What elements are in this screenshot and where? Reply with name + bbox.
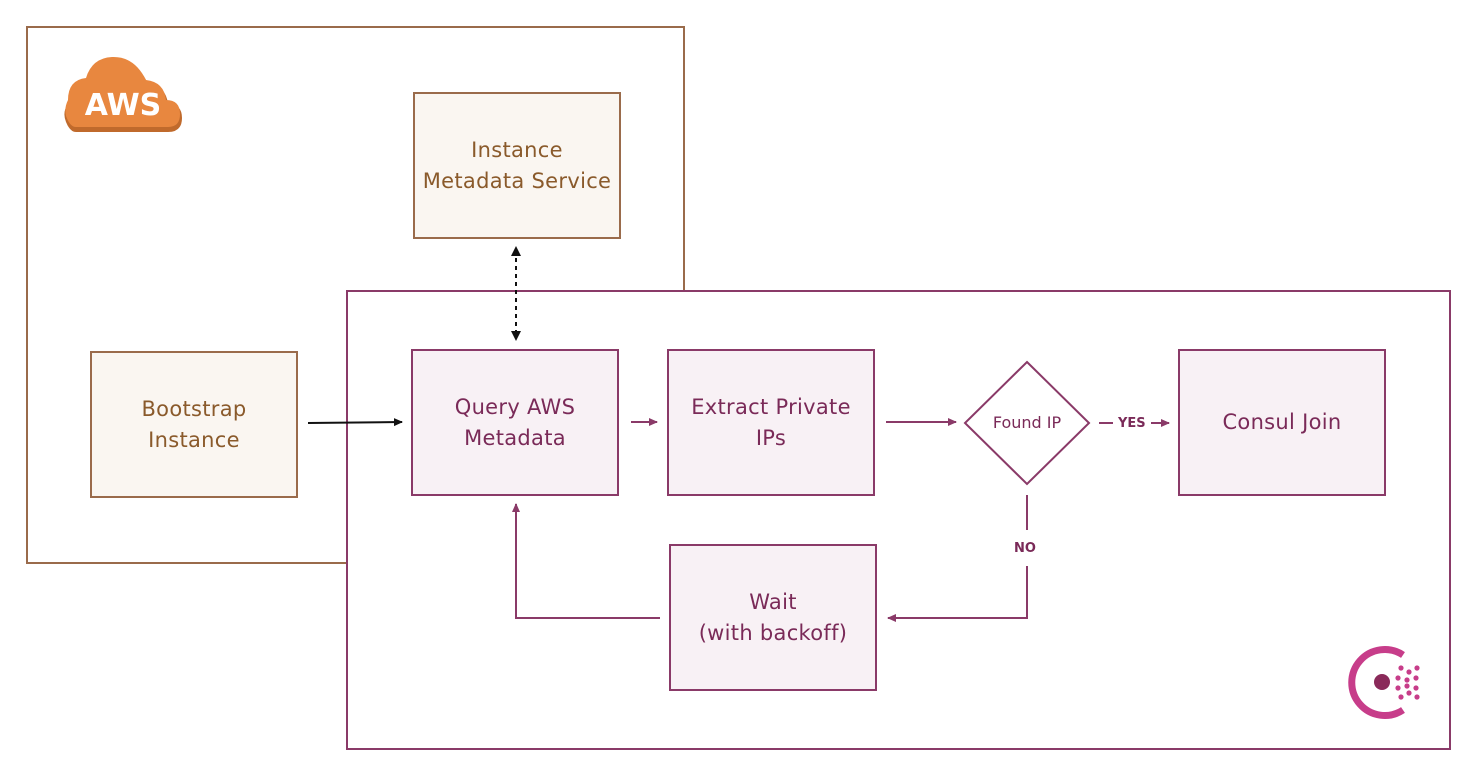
- extract-private-ips-box: Extract Private IPs: [667, 349, 875, 496]
- wait-with-backoff-box: Wait (with backoff): [669, 544, 877, 691]
- found-ip-label: Found IP: [992, 413, 1062, 432]
- query-label-line2: Metadata: [464, 425, 566, 450]
- query-label-line1: Query AWS: [454, 394, 576, 419]
- join-label: Consul Join: [1222, 410, 1342, 434]
- imds-label-line2: Metadata Service: [422, 168, 612, 193]
- aws-logo-text: AWS: [84, 88, 162, 123]
- bootstrap-instance-box: Bootstrap Instance: [90, 351, 298, 498]
- imds-label-line1: Instance: [471, 137, 563, 162]
- cloud-icon: [64, 56, 182, 132]
- consul-join-box: Consul Join: [1178, 349, 1386, 496]
- no-edge-label: NO: [1014, 541, 1036, 556]
- yes-edge-label: YES: [1118, 416, 1146, 431]
- wait-label-line2: (with backoff): [698, 620, 848, 645]
- extract-label-line2: IPs: [755, 425, 787, 450]
- consul-logo-icon: [1348, 646, 1420, 719]
- wait-label-line1: Wait: [749, 589, 797, 614]
- bootstrap-label-line1: Bootstrap: [141, 396, 247, 421]
- query-aws-metadata-box: Query AWS Metadata: [411, 349, 619, 496]
- found-ip-decision: [963, 360, 1091, 486]
- bootstrap-label-line2: Instance: [148, 427, 240, 452]
- instance-metadata-service-box: Instance Metadata Service: [413, 92, 621, 239]
- extract-label-line1: Extract Private: [691, 394, 851, 419]
